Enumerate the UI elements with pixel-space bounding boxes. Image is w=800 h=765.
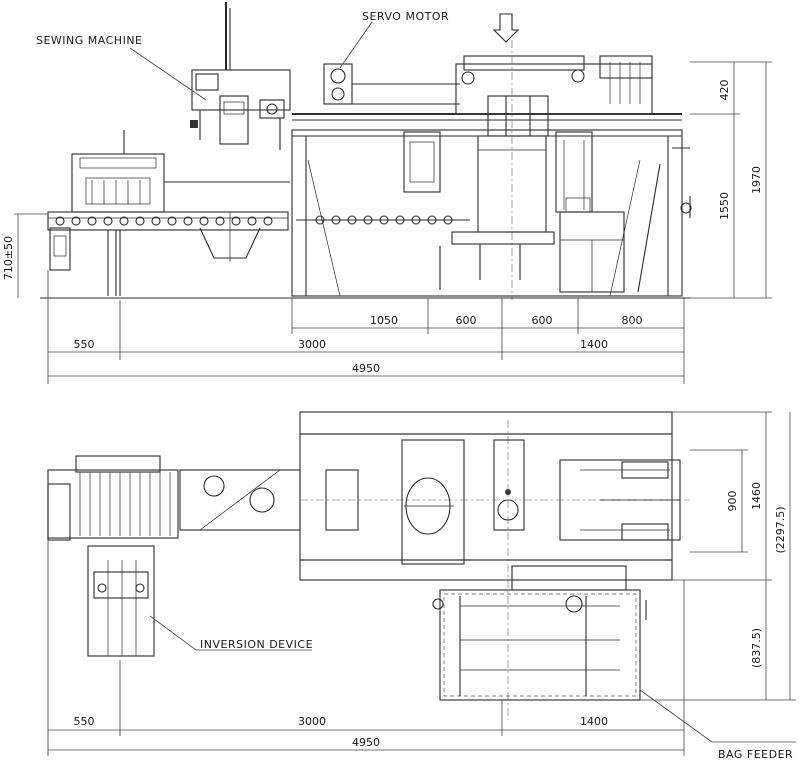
filling-head	[403, 40, 692, 300]
conveyor-roller	[183, 216, 193, 226]
dim-3000: 3000	[298, 338, 326, 351]
servo-motor-unit	[323, 63, 460, 105]
dim-4950: 4950	[352, 362, 380, 375]
sewing-machine-unit	[190, 2, 291, 150]
plan-dim-1400: 1400	[580, 715, 608, 728]
conveyor-roller	[263, 216, 273, 226]
top-plan-view: 550 3000 1400 4950 900 1460 (2297.5) (83…	[47, 411, 796, 756]
plan-dim-2297-5: (2297.5)	[774, 506, 787, 553]
conveyor-roller	[119, 216, 129, 226]
side-dimensions: 1050 600 600 800 550 3000 1400 4950 420 …	[2, 61, 772, 384]
plan-dim-837-5: (837.5)	[750, 628, 763, 668]
conveyor-roller	[135, 216, 145, 226]
conveyor-roller	[55, 216, 65, 226]
conveyor-roller	[443, 215, 453, 225]
conveyor-roller	[87, 216, 97, 226]
label-bag-feeder: BAG FEEDER	[718, 748, 793, 761]
dim-1970: 1970	[750, 166, 763, 194]
dim-1550: 1550	[718, 192, 731, 220]
plan-inversion-device	[87, 545, 155, 657]
feed-direction-arrow	[492, 13, 520, 43]
conveyor-roller	[395, 215, 405, 225]
conveyor-roller	[151, 216, 161, 226]
conveyor-roller	[215, 216, 225, 226]
label-sewing-machine: SEWING MACHINE	[36, 34, 143, 47]
label-servo-motor: SERVO MOTOR	[362, 10, 449, 23]
dim-800: 800	[622, 314, 643, 327]
conveyor-roller	[231, 216, 241, 226]
conveyor-roller	[199, 216, 209, 226]
side-elevation-view: 1050 600 600 800 550 3000 1400 4950 420 …	[2, 2, 772, 384]
infeed-conveyor	[47, 130, 290, 296]
plan-dimensions: 550 3000 1400 4950 900 1460 (2297.5) (83…	[47, 411, 796, 756]
dim-420: 420	[718, 80, 731, 101]
conveyor-roller	[103, 216, 113, 226]
conveyor-roller	[247, 216, 257, 226]
conveyor-roller	[363, 215, 373, 225]
conveyor-roller	[347, 215, 357, 225]
plan-main-body	[299, 411, 690, 720]
conveyor-roller	[315, 215, 325, 225]
conveyor-roller	[331, 215, 341, 225]
conveyor-roller	[427, 215, 437, 225]
plan-infeed-conveyor	[47, 455, 301, 541]
plan-dim-3000: 3000	[298, 715, 326, 728]
plan-dim-1460: 1460	[750, 482, 763, 510]
dim-600-b: 600	[532, 314, 553, 327]
dim-1400: 1400	[580, 338, 608, 351]
conveyor-roller	[379, 215, 389, 225]
conveyor-roller	[167, 216, 177, 226]
conveyor-roller	[411, 215, 421, 225]
dim-600-a: 600	[456, 314, 477, 327]
plan-dim-900: 900	[726, 491, 739, 512]
plan-dim-550: 550	[74, 715, 95, 728]
plan-bag-feeder	[432, 565, 647, 701]
plan-dim-4950: 4950	[352, 736, 380, 749]
dim-1050: 1050	[370, 314, 398, 327]
conveyor-roller	[71, 216, 81, 226]
dim-710-50: 710±50	[2, 236, 15, 280]
label-inversion-device: INVERSION DEVICE	[200, 638, 313, 651]
dim-550: 550	[74, 338, 95, 351]
